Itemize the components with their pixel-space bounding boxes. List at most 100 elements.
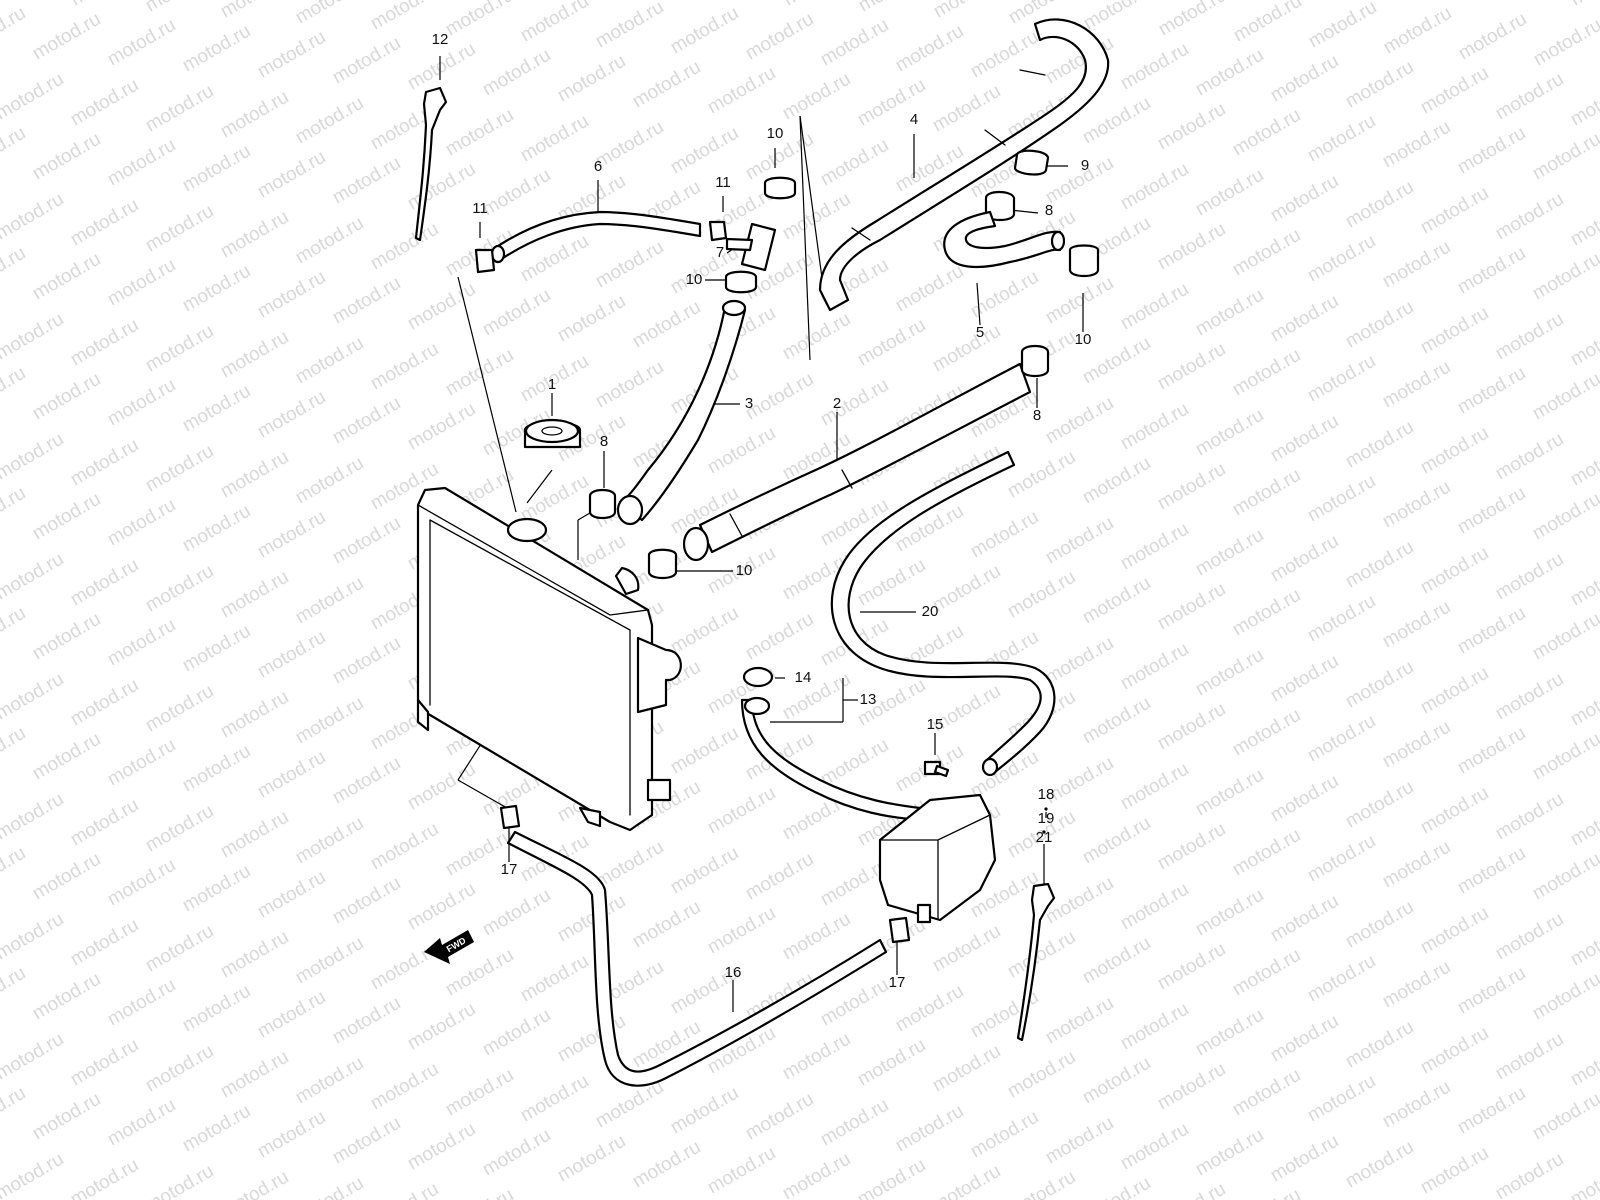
watermark-text: motod.ru (929, 921, 1004, 977)
watermark-text: motod.ru (0, 549, 67, 605)
watermark-text: motod.ru (404, 399, 479, 455)
watermark-text: motod.ru (329, 873, 404, 929)
watermark-text: motod.ru (292, 333, 367, 389)
watermark-text: motod.ru (1004, 567, 1079, 623)
tie-21 (1016, 882, 1056, 1042)
watermark-text: motod.ru (1567, 0, 1600, 10)
watermark-text: motod.ru (1004, 927, 1079, 983)
watermark-text: motod.ru (1529, 849, 1600, 905)
watermark-text: motod.ru (1529, 609, 1600, 665)
watermark-text: motod.ru (817, 15, 892, 71)
watermark-text: motod.ru (1229, 585, 1304, 641)
watermark-text: motod.ru (104, 735, 179, 791)
watermark-text: motod.ru (1417, 1023, 1492, 1079)
watermark-text: motod.ru (1304, 711, 1379, 767)
watermark-text: motod.ru (929, 1161, 1004, 1200)
watermark-text: motod.ru (179, 501, 254, 557)
watermark-text: motod.ru (742, 9, 817, 65)
watermark-text: motod.ru (1079, 573, 1154, 629)
watermark-text: motod.ru (1417, 1143, 1492, 1199)
watermark-text: motod.ru (442, 105, 517, 161)
watermark-text: motod.ru (1529, 129, 1600, 185)
watermark-text: motod.ru (929, 81, 1004, 137)
watermark-text: motod.ru (929, 561, 1004, 617)
watermark-text: motod.ru (442, 345, 517, 401)
watermark-text: motod.ru (892, 1101, 967, 1157)
watermark-text: motod.ru (742, 609, 817, 665)
watermark-text: motod.ru (1342, 657, 1417, 713)
watermark-text: motod.ru (1567, 1155, 1600, 1200)
watermark-text: motod.ru (367, 1179, 442, 1200)
watermark-text: motod.ru (1417, 63, 1492, 119)
watermark-text: motod.ru (29, 849, 104, 905)
watermark-text: motod.ru (1342, 777, 1417, 833)
watermark-text: motod.ru (1454, 723, 1529, 779)
watermark-text: motod.ru (1117, 159, 1192, 215)
callout-dot (1042, 830, 1046, 834)
watermark-text: motod.ru (142, 0, 217, 16)
callout-16: 16 (725, 964, 742, 981)
watermark-text: motod.ru (329, 513, 404, 569)
watermark-text: motod.ru (1079, 933, 1154, 989)
watermark-text: motod.ru (1342, 897, 1417, 953)
watermark-text: motod.ru (1567, 1035, 1600, 1091)
callout-15: 15 (927, 716, 944, 733)
watermark-text: motod.ru (1192, 285, 1267, 341)
callout-18: 18 (1038, 786, 1055, 803)
watermark-text: motod.ru (1267, 1131, 1342, 1187)
watermark-text: motod.ru (1229, 1065, 1304, 1121)
callout-4: 4 (910, 111, 918, 128)
watermark-text: motod.ru (1417, 303, 1492, 359)
watermark-text: motod.ru (1417, 423, 1492, 479)
watermark-text: motod.ru (779, 1149, 854, 1200)
watermark-text: motod.ru (217, 327, 292, 383)
watermark-text: motod.ru (1454, 843, 1529, 899)
watermark-text: motod.ru (779, 1029, 854, 1085)
watermark-text: motod.ru (1567, 435, 1600, 491)
watermark-text: motod.ru (817, 375, 892, 431)
watermark-text: motod.ru (29, 489, 104, 545)
watermark-text: motod.ru (142, 1161, 217, 1200)
watermark-text: motod.ru (217, 687, 292, 743)
watermark-text: motod.ru (1454, 243, 1529, 299)
watermark-text: motod.ru (892, 21, 967, 77)
watermark-text: motod.ru (1229, 825, 1304, 881)
watermark-text: motod.ru (1079, 1053, 1154, 1109)
radiator-cap (523, 418, 582, 449)
watermark-text: motod.ru (104, 135, 179, 191)
watermark-text: motod.ru (254, 507, 329, 563)
watermark-text: motod.ru (1042, 273, 1117, 329)
callout-8: 8 (600, 433, 608, 450)
watermark-text: motod.ru (779, 69, 854, 125)
watermark-text: motod.ru (967, 27, 1042, 83)
watermark-text: motod.ru (142, 921, 217, 977)
watermark-text: motod.ru (1454, 603, 1529, 659)
watermark-text: motod.ru (1567, 795, 1600, 851)
watermark-text: motod.ru (1192, 45, 1267, 101)
watermark-text: motod.ru (817, 735, 892, 791)
watermark-text: motod.ru (67, 1155, 142, 1200)
watermark-text: motod.ru (1304, 591, 1379, 647)
watermark-text: motod.ru (517, 111, 592, 167)
watermark-text: motod.ru (479, 885, 554, 941)
watermark-text: motod.ru (292, 573, 367, 629)
watermark-text: motod.ru (329, 153, 404, 209)
watermark-text: motod.ru (404, 279, 479, 335)
watermark-text: motod.ru (1417, 183, 1492, 239)
watermark-text: motod.ru (1567, 915, 1600, 971)
watermark-text: motod.ru (367, 0, 442, 34)
watermark-text: motod.ru (1492, 789, 1567, 845)
watermark-text: motod.ru (142, 681, 217, 737)
watermark-text: motod.ru (1192, 885, 1267, 941)
watermark-text: motod.ru (404, 1119, 479, 1175)
watermark-text: motod.ru (1042, 513, 1117, 569)
watermark-text: motod.ru (817, 1095, 892, 1151)
watermark-text: motod.ru (1042, 393, 1117, 449)
watermark-text: motod.ru (1117, 1119, 1192, 1175)
watermark-text: motod.ru (1079, 693, 1154, 749)
callout-17: 17 (501, 861, 518, 878)
watermark-text: motod.ru (1080, 0, 1155, 34)
watermark-text: motod.ru (1267, 891, 1342, 947)
watermark-text: motod.ru (29, 729, 104, 785)
